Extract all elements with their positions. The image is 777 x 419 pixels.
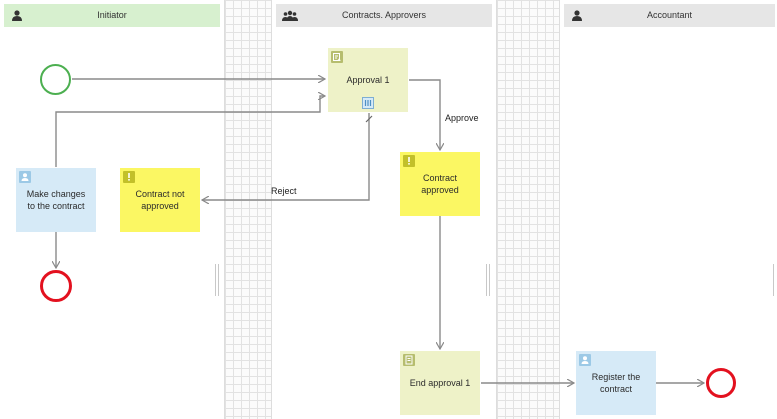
parallel-multi-instance-icon: [362, 97, 374, 109]
task-contract-approved[interactable]: Contract approved: [400, 152, 480, 216]
lane-gap-grid: [496, 0, 560, 419]
edge-reject: [202, 113, 370, 200]
task-end-approval-1[interactable]: End approval 1: [400, 351, 480, 415]
task-label: Approval 1: [346, 75, 390, 85]
single-user-icon: [10, 10, 24, 21]
lane-resize-handle[interactable]: [215, 264, 216, 296]
task-label: End approval 1: [409, 378, 471, 388]
start-event[interactable]: [40, 64, 71, 95]
document-icon: [403, 354, 415, 366]
lane-title: Accountant: [646, 10, 693, 20]
lane-header-initiator: Initiator: [4, 4, 220, 27]
task-label: Make changes to the contract: [26, 189, 86, 211]
lane-header-accountant: Accountant: [564, 4, 775, 27]
lane-title: Contracts. Approvers: [341, 10, 427, 20]
notification-icon: [123, 171, 135, 183]
lane-header-approvers: Contracts. Approvers: [276, 4, 492, 27]
end-event-accountant[interactable]: [706, 368, 736, 398]
user-task-icon: [579, 354, 591, 366]
single-user-icon: [570, 10, 584, 21]
edge-approve: [409, 79, 440, 150]
default-flow-tick: [365, 115, 373, 123]
lane-gap-grid: [224, 0, 272, 419]
edge-label-reject: Reject: [271, 186, 297, 196]
task-contract-not-approved[interactable]: Contract not approved: [120, 168, 200, 232]
lane-resize-handle[interactable]: [773, 264, 774, 296]
edge-label-approve: Approve: [445, 113, 479, 123]
user-task-icon: [19, 171, 31, 183]
task-register-contract[interactable]: Register the contract: [576, 351, 656, 415]
task-label: Register the contract: [591, 372, 641, 394]
lane-title: Initiator: [97, 10, 127, 20]
task-make-changes[interactable]: Make changes to the contract: [16, 168, 96, 232]
user-group-icon: [282, 10, 298, 21]
task-label: Contract approved: [421, 173, 459, 195]
notification-icon: [403, 155, 415, 167]
end-event-initiator[interactable]: [40, 270, 72, 302]
lane-resize-handle[interactable]: [489, 264, 490, 296]
lane-resize-handle[interactable]: [218, 264, 219, 296]
approval-icon: [331, 51, 343, 63]
task-approval-1[interactable]: Approval 1: [328, 48, 408, 112]
task-label: Contract not approved: [135, 189, 185, 211]
edge-changes-to-approval: [55, 96, 325, 167]
lane-resize-handle[interactable]: [486, 264, 487, 296]
